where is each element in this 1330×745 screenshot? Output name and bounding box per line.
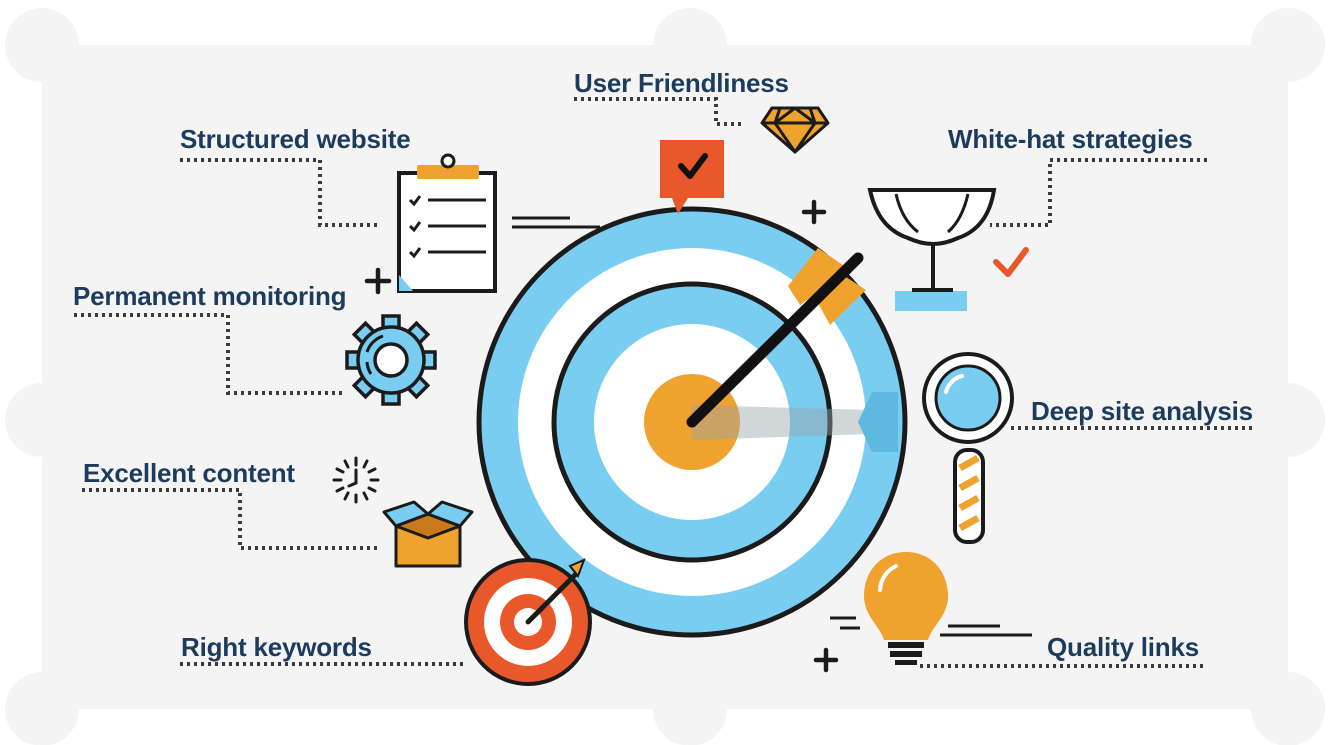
label-permanent-monitoring: Permanent monitoring bbox=[73, 281, 347, 311]
dotted-connectors bbox=[74, 97, 1252, 668]
label-excellent-content: Excellent content bbox=[83, 458, 295, 488]
connector-white-hat bbox=[990, 158, 1207, 227]
label-structured-website: Structured website bbox=[180, 124, 411, 154]
lightbulb-icon bbox=[864, 552, 948, 665]
connector-structured-website bbox=[180, 158, 378, 227]
check-flag-icon bbox=[660, 140, 724, 214]
plus-icon bbox=[364, 199, 839, 673]
stopwatch-icon bbox=[332, 456, 380, 504]
speed-lines-right bbox=[830, 616, 1032, 637]
connector-permanent-monitoring bbox=[74, 313, 345, 395]
label-white-hat-strategies: White-hat strategies bbox=[948, 124, 1193, 154]
gear-icon bbox=[345, 314, 437, 406]
box-icon bbox=[382, 500, 474, 568]
label-deep-site-analysis: Deep site analysis bbox=[1031, 396, 1253, 426]
arrow-icon bbox=[686, 248, 866, 428]
checkmark-icon bbox=[993, 247, 1029, 277]
label-user-friendliness: User Friendliness bbox=[574, 68, 789, 98]
connector-excellent-content bbox=[82, 488, 380, 550]
clipboard-checklist-icon bbox=[397, 153, 497, 293]
label-quality-links: Quality links bbox=[1047, 632, 1200, 662]
label-right-keywords: Right keywords bbox=[181, 632, 372, 662]
small-target-icon bbox=[464, 558, 592, 686]
magnifier-icon bbox=[922, 352, 1014, 544]
trophy-icon bbox=[867, 188, 997, 311]
speed-lines-left bbox=[512, 216, 600, 229]
diamond-icon bbox=[760, 106, 830, 154]
connector-user-friendliness bbox=[574, 97, 742, 126]
